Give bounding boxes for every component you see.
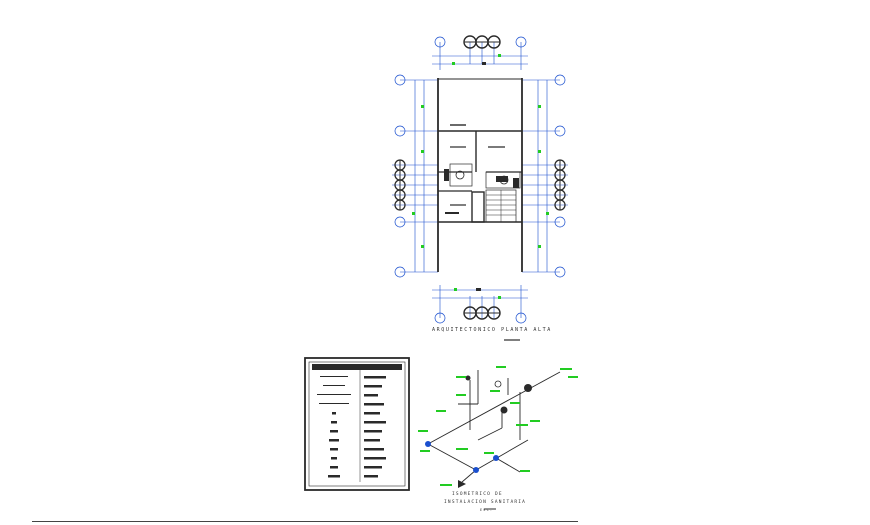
top-axis-group bbox=[432, 42, 528, 70]
isometric-pipes bbox=[427, 370, 561, 483]
legend-text-bar bbox=[364, 385, 382, 388]
legend-symbol bbox=[330, 430, 338, 433]
legend-symbol bbox=[319, 403, 349, 404]
legend-symbol bbox=[332, 412, 336, 415]
plan-fixtures-dark bbox=[444, 169, 519, 214]
iso-title-line3: ESC. bbox=[480, 508, 494, 512]
legend-text-bar bbox=[364, 394, 378, 397]
left-axis-markers bbox=[394, 74, 424, 278]
legend-text-bar bbox=[364, 376, 386, 379]
legend-symbol bbox=[330, 466, 338, 469]
legend-text-bar bbox=[364, 439, 380, 442]
legend-symbol bbox=[328, 475, 340, 478]
legend-text-bar bbox=[364, 448, 384, 451]
plan-title: ARQUITECTONICO PLANTA ALTA bbox=[432, 327, 552, 333]
isometric-annotations bbox=[418, 366, 578, 486]
legend-symbol bbox=[323, 385, 345, 386]
left-axis-group bbox=[392, 79, 438, 273]
legend-symbol bbox=[330, 448, 338, 451]
isometric-fittings bbox=[425, 375, 532, 488]
right-axis-markers bbox=[538, 74, 566, 278]
legend-table bbox=[304, 357, 410, 491]
legend-text-bar bbox=[364, 421, 386, 424]
legend-text-bar bbox=[364, 403, 384, 406]
top-axis-markers bbox=[434, 35, 527, 65]
iso-title-line2: INSTALACION SANITARIA bbox=[444, 500, 527, 505]
legend-text-bar bbox=[364, 466, 382, 469]
legend-text-bar bbox=[364, 457, 386, 460]
legend-text-bar bbox=[364, 430, 382, 433]
legend-rows bbox=[317, 376, 386, 478]
bottom-axis-markers bbox=[434, 288, 527, 324]
bottom-border-line bbox=[32, 521, 578, 522]
right-axis-group bbox=[522, 79, 568, 273]
legend-symbol bbox=[317, 394, 351, 395]
floor-plan bbox=[437, 78, 523, 272]
legend-symbol bbox=[329, 439, 339, 442]
legend-symbol bbox=[331, 421, 337, 424]
iso-title-line1: ISOMETRICO DE bbox=[452, 492, 503, 497]
legend-text-bar bbox=[364, 412, 380, 415]
legend-symbol bbox=[331, 457, 337, 460]
legend-symbol bbox=[320, 376, 348, 377]
legend-text-bar bbox=[364, 475, 378, 478]
